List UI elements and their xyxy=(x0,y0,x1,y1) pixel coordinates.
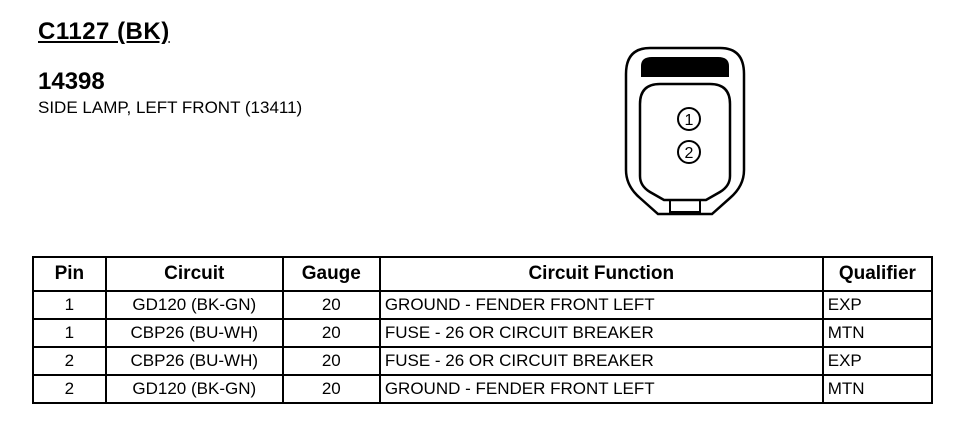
cell-qualifier: EXP xyxy=(821,346,934,376)
pin-1-label: 1 xyxy=(685,112,694,129)
cell-circuit: GD120 (BK-GN) xyxy=(104,374,284,404)
cell-gauge: 20 xyxy=(281,374,381,404)
connector-latch xyxy=(641,57,729,77)
pin-1-circle xyxy=(677,107,701,131)
pin-2-label: 2 xyxy=(685,145,694,162)
cell-circuit-function: GROUND - FENDER FRONT LEFT xyxy=(378,374,824,404)
table-row: 1 GD120 (BK-GN) 20 GROUND - FENDER FRONT… xyxy=(32,290,934,320)
pin-2-circle xyxy=(677,140,701,164)
cell-gauge: 20 xyxy=(281,346,381,376)
cell-pin: 1 xyxy=(32,318,107,348)
table-row: 2 CBP26 (BU-WH) 20 FUSE - 26 OR CIRCUIT … xyxy=(32,346,934,376)
header-qualifier: Qualifier xyxy=(821,256,934,292)
cell-gauge: 20 xyxy=(281,290,381,320)
cell-circuit-function: FUSE - 26 OR CIRCUIT BREAKER xyxy=(378,318,824,348)
cell-qualifier: EXP xyxy=(821,290,934,320)
cell-pin: 2 xyxy=(32,374,107,404)
connector-housing xyxy=(624,46,746,216)
header-pin: Pin xyxy=(32,256,107,292)
table-row: 2 GD120 (BK-GN) 20 GROUND - FENDER FRONT… xyxy=(32,374,934,404)
header-gauge: Gauge xyxy=(281,256,381,292)
pinout-table: Pin Circuit Gauge Circuit Function Quali… xyxy=(32,256,934,404)
cell-qualifier: MTN xyxy=(821,318,934,348)
cell-pin: 1 xyxy=(32,290,107,320)
cell-circuit-function: GROUND - FENDER FRONT LEFT xyxy=(378,290,824,320)
connector-description: SIDE LAMP, LEFT FRONT (13411) xyxy=(38,98,303,117)
cell-pin: 2 xyxy=(32,346,107,376)
connector-key xyxy=(669,200,701,213)
connector-face-diagram: 1 2 xyxy=(624,46,746,216)
header-circuit-function: Circuit Function xyxy=(378,256,824,292)
table-row: 1 CBP26 (BU-WH) 20 FUSE - 26 OR CIRCUIT … xyxy=(32,318,934,348)
cell-circuit: CBP26 (BU-WH) xyxy=(104,318,284,348)
cell-qualifier: MTN xyxy=(821,374,934,404)
cell-circuit: GD120 (BK-GN) xyxy=(104,290,284,320)
table-header-row: Pin Circuit Gauge Circuit Function Quali… xyxy=(32,256,934,292)
connector-id: C1127 (BK) xyxy=(38,18,170,45)
part-number: 14398 xyxy=(38,68,105,95)
cell-gauge: 20 xyxy=(281,318,381,348)
cell-circuit-function: FUSE - 26 OR CIRCUIT BREAKER xyxy=(378,346,824,376)
connector-inner-face xyxy=(638,82,732,202)
header-circuit: Circuit xyxy=(104,256,284,292)
cell-circuit: CBP26 (BU-WH) xyxy=(104,346,284,376)
